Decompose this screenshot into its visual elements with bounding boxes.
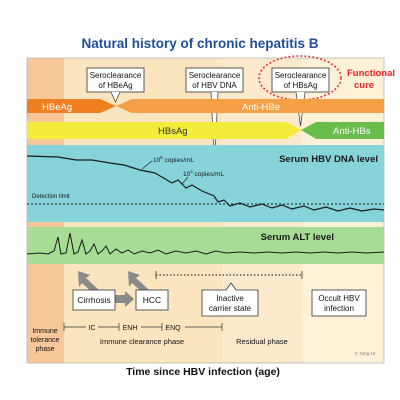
hcc-arrow [128, 271, 149, 294]
hbeag-callout-line-2: of HBeAg [98, 81, 132, 90]
cirrhosis-box [72, 289, 116, 311]
hcc-box [135, 289, 169, 311]
inactive-carrier-box [201, 282, 259, 317]
hbv-dna-callout-line-2: of HBV DNA [192, 81, 237, 90]
occult-hbv-line-2: infection [324, 304, 354, 313]
residual-phase-label: Residual phase [236, 337, 288, 346]
hbeag-seroclearance-callout: Seroclearance of HBeAg [86, 67, 145, 93]
hbsag-callout-line-1: Seroclearance [275, 71, 327, 80]
dna-marker-1e5-unit: copies/mL [163, 157, 195, 164]
immune-tolerance-line-3: phase [35, 346, 54, 353]
ic-label: IC [89, 325, 96, 332]
hbv-dna-curve [26, 155, 385, 212]
anti-hbe-bar [116, 99, 384, 113]
cirrhosis-arrow [78, 271, 99, 294]
cirrhosis-to-hcc-arrow [115, 291, 134, 307]
dna-marker-1e5: 105 copies/mL [141, 155, 195, 170]
hbeag-callout-line-1: Seroclearance [90, 71, 142, 80]
immune-clearance-label: Immune clearance phase [100, 337, 184, 346]
alt-panel [27, 227, 384, 264]
hbv-dna-panel [27, 145, 384, 222]
immune-tolerance-line-2: tolerance [31, 337, 60, 344]
hbsag-seroclearance-callout: Seroclearance of HBsAg [271, 67, 330, 93]
dna-marker-1e5-exponent: 5 [160, 155, 163, 160]
immune-tolerance-line-1: Immune [32, 328, 57, 335]
enh-label: ENH [123, 325, 138, 332]
dna-marker-1e4: 104 copies/mL [181, 169, 225, 185]
hcc-label: HCC [143, 295, 161, 305]
dna-marker-1e5-base: 10 [153, 157, 161, 164]
svg-text:104 copies/mL: 104 copies/mL [183, 169, 225, 178]
anti-hbs-label: Anti-HBs [333, 126, 371, 137]
dna-marker-1e4-unit: copies/mL [193, 171, 225, 178]
alt-curve [26, 232, 385, 255]
hbsag-label: HBsAg [158, 126, 188, 137]
hbsag-bar [27, 122, 301, 139]
svg-text:105 copies/mL: 105 copies/mL [153, 155, 195, 164]
hbsag-callout-line-2: of HBsAg [284, 81, 318, 90]
hbeag-bar [27, 99, 116, 113]
functional-cure-circle [258, 55, 342, 101]
functional-cure-line-2: cure [354, 80, 374, 91]
hbv-dna-seroclearance-callout: Seroclearance of HBV DNA [185, 67, 244, 93]
occult-hbv-line-1: Occult HBV [318, 294, 360, 303]
dna-marker-1e4-exponent: 4 [190, 169, 193, 174]
hbv-dna-panel-title: Serum HBV DNA level [279, 154, 378, 165]
anti-hbs-bar [301, 122, 384, 139]
anti-hbe-label: Anti-HBe [242, 102, 280, 113]
occult-hbv-box [311, 289, 367, 317]
hbeag-pointer [110, 91, 121, 103]
page-title: Natural history of chronic hepatitis B [81, 36, 318, 51]
hbeag-label: HBeAg [42, 102, 72, 113]
x-axis-label: Time since HBV infection (age) [126, 366, 280, 378]
detection-limit-label: Detection limit [32, 194, 70, 200]
alt-panel-title: Serum ALT level [261, 232, 334, 243]
inactive-carrier-line-2: carrier state [209, 304, 252, 313]
inactive-carrier-line-1: Inactive [216, 294, 244, 303]
author-signature: © Yang HI [355, 350, 376, 356]
dna-marker-1e4-base: 10 [183, 171, 191, 178]
cirrhosis-label: Cirrhosis [77, 295, 111, 305]
phase-timeline [63, 323, 223, 331]
enq-label: ENQ [165, 325, 181, 332]
functional-cure-line-1: Functional [347, 68, 395, 79]
hbv-dna-callout-line-1: Seroclearance [189, 71, 241, 80]
